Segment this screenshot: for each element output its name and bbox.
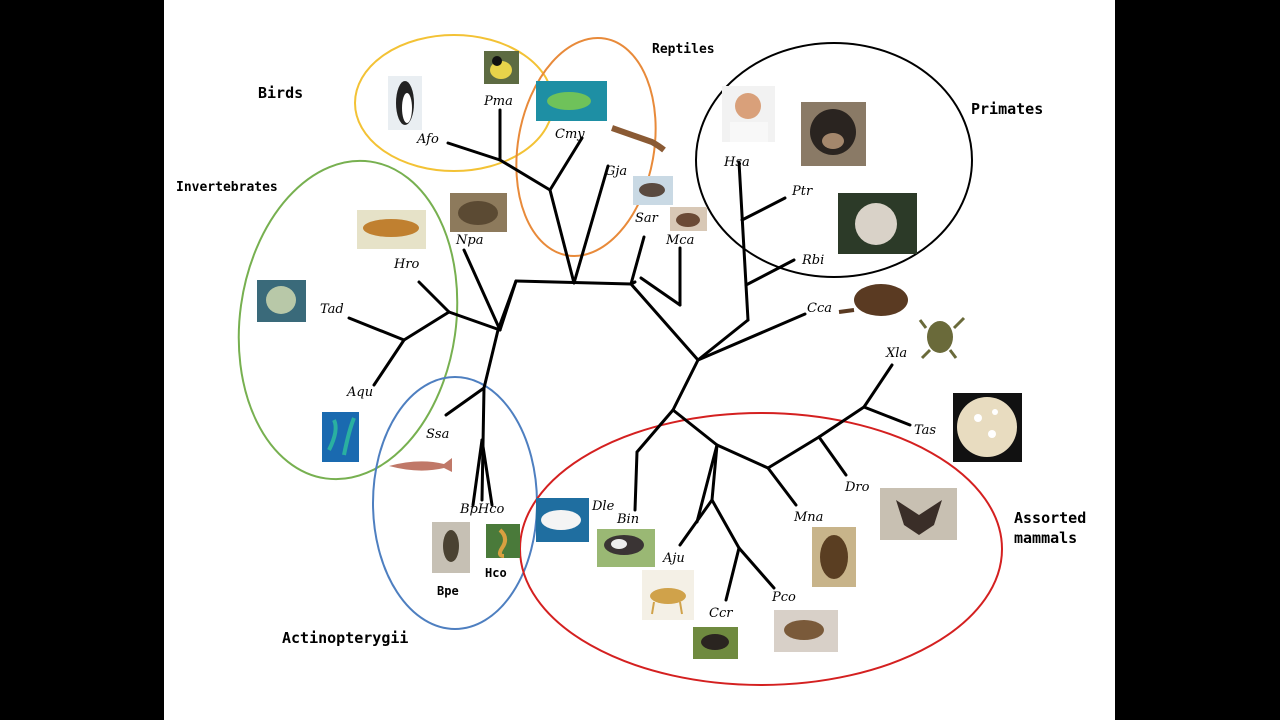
leaf-pma: Pma [483, 94, 513, 109]
leaf-hsa: Hsa [723, 155, 750, 170]
assorted-mammals-ellipse [520, 413, 1002, 685]
leaf-aqu: Aqu [346, 385, 373, 400]
group-label-mammals: mammals [1014, 529, 1077, 547]
image-label-bpe: Bpe [437, 584, 459, 598]
thumbnail-bird-fish [432, 522, 470, 573]
thumbnail-seahorse [486, 524, 520, 558]
image-label-hco: Hco [485, 566, 507, 580]
leaf-ptr: Ptr [791, 184, 813, 199]
leaf-pco: Pco [771, 590, 796, 605]
thumbnail-flatworm [357, 210, 426, 249]
thumbnail-lemur [812, 527, 856, 587]
thumbnail-cheetah [642, 570, 694, 620]
thumbnail-tit [484, 51, 519, 84]
phylogenetic-tree: Afo Pma Cmy Gja Sar Mca Hsa Ptr Rbi Cca … [164, 0, 1115, 720]
leaf-tas: Tas [914, 423, 936, 438]
thumbnail-mouse-lemur [670, 207, 707, 231]
thumbnail-petri-dish [953, 393, 1022, 462]
leaf-gja: Gja [605, 164, 627, 179]
leaf-rbi: Rbi [801, 253, 824, 268]
thumbnail-toad [450, 193, 507, 232]
leaf-hro: Hro [393, 257, 420, 272]
thumbnail-salmon [389, 458, 452, 472]
leaf-aju: Aju [662, 551, 685, 566]
thumbnail-bat [880, 488, 957, 540]
leaf-dle: Dle [591, 499, 615, 514]
leaf-mca: Mca [665, 233, 694, 248]
leaf-ccr: Ccr [709, 606, 733, 621]
thumbnail-cow [597, 529, 655, 567]
thumbnail-penguin [388, 76, 422, 130]
thumbnail-chimp [801, 102, 866, 166]
leaf-npa: Npa [455, 233, 483, 248]
thumbnail-mole [693, 627, 738, 659]
thumbnail-turtle [536, 81, 607, 121]
group-label-invertebrates: Invertebrates [176, 180, 278, 195]
group-label-primates: Primates [971, 100, 1043, 118]
leaf-tad: Tad [320, 302, 344, 317]
thumbnail-man [722, 86, 775, 142]
leaf-ssa: Ssa [426, 427, 449, 442]
leaf-mna: Mna [793, 510, 823, 525]
thumbnail-beluga [536, 498, 589, 542]
leaf-bpe-hco: BpHco [459, 502, 504, 517]
leaf-bin: Bin [616, 512, 639, 527]
group-label-reptiles: Reptiles [652, 42, 715, 57]
reptiles-ellipse [500, 27, 672, 267]
group-label-actinopterygii: Actinopterygii [282, 629, 408, 647]
group-label-birds: Birds [258, 84, 303, 102]
leaf-xla: Xla [885, 346, 907, 361]
thumbnail-mongoose [774, 610, 838, 652]
thumbnail-snub-monkey [838, 193, 917, 254]
group-label-assorted: Assorted [1014, 509, 1086, 527]
leaf-cmy: Cmy [555, 127, 585, 142]
thumbnail-frog [920, 318, 964, 358]
thumbnail-shrew [633, 176, 673, 205]
leaf-afo: Afo [416, 132, 439, 147]
thumbnail-beaver [839, 284, 908, 316]
leaf-cca: Cca [807, 301, 832, 316]
leaf-sar: Sar [635, 211, 659, 226]
slide-canvas: Afo Pma Cmy Gja Sar Mca Hsa Ptr Rbi Cca … [164, 0, 1115, 720]
thumbnail-sponge [322, 412, 359, 462]
birds-ellipse [355, 35, 553, 171]
thumbnail-amoeba [257, 280, 306, 322]
leaf-dro: Dro [844, 480, 870, 495]
